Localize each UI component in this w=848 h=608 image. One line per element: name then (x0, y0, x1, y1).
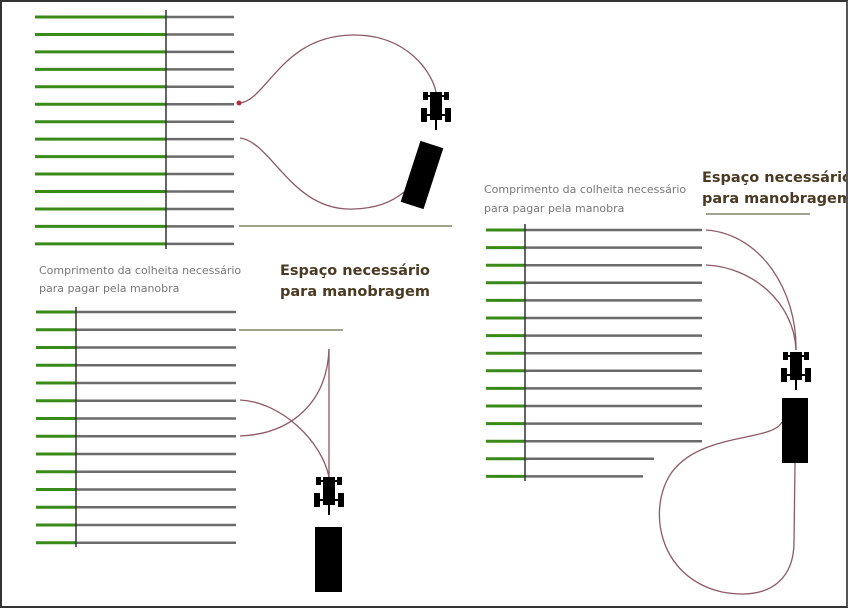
loop-turn-path-in (239, 34, 437, 104)
panel-omega-turn-rows (486, 224, 702, 481)
omega-turn-path-a (705, 229, 797, 351)
trailer-icon (782, 398, 808, 463)
loop-turn-path-out (239, 137, 405, 210)
y-turn-path-b (239, 348, 330, 437)
harvest-length-caption: Comprimento da colheita necessário (484, 183, 686, 196)
omega-turn-path-loop (658, 421, 796, 595)
harvest-length-caption-2: para pagar pela manobra (39, 282, 179, 295)
turn-space-title: Espaço necessário (280, 263, 430, 279)
turn-space-title-2: para manobragem (280, 284, 430, 300)
panel-y-turn-rows (36, 307, 236, 547)
omega-turn-path-b (705, 264, 797, 351)
turn-space-title-2: para manobragem (702, 191, 848, 207)
y-turn-path-a (239, 399, 330, 478)
harvest-length-caption-2: para pagar pela manobra (484, 202, 624, 215)
arrow-head-icon (236, 100, 242, 106)
turn-space-title: Espaço necessário (702, 170, 848, 186)
trailer-icon (400, 140, 444, 210)
tractor-icon (781, 352, 811, 390)
tractor-icon (421, 92, 451, 130)
tractor-icon (314, 477, 344, 515)
panel-loop-turn-rows (35, 10, 234, 249)
harvest-length-caption: Comprimento da colheita necessário (39, 264, 241, 277)
trailer-icon (315, 527, 342, 592)
